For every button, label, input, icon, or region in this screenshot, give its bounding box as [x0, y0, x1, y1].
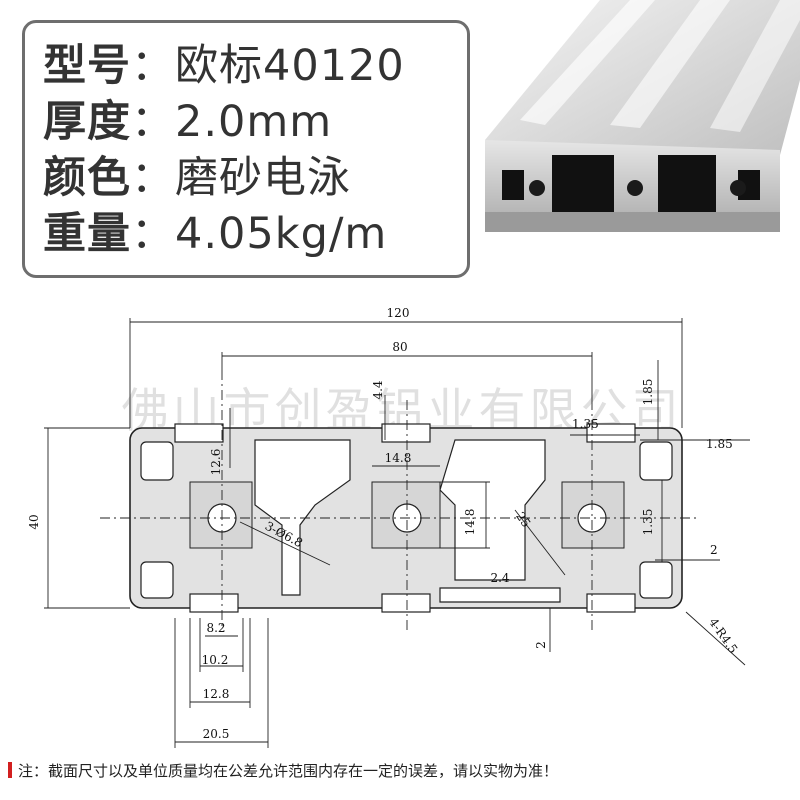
dim-height: 40: [27, 514, 41, 529]
dim-corner-radius: 4-R4.5: [706, 615, 740, 656]
profile-render-photo: [485, 0, 800, 232]
dim-top-rib: 4.4: [371, 380, 385, 399]
dim-overall-width: 120: [387, 306, 410, 320]
spec-weight: 重量：4.05kg/m: [43, 209, 388, 259]
dim-slot-82: 8.2: [206, 621, 225, 635]
spec-box: 型号：欧标40120 厚度：2.0mm 颜色：磨砂电泳 重量：4.05kg/m: [22, 20, 470, 278]
dim-inner-top: 1.35: [572, 417, 599, 431]
dim-right-wall: 2: [710, 543, 718, 557]
slot-bottom-1: [189, 593, 239, 613]
spec-model: 型号：欧标40120: [43, 41, 405, 91]
dim-slot-depth: 12.6: [209, 449, 223, 476]
corner-cavity-tr: [639, 441, 673, 481]
spec-color: 颜色：磨砂电泳: [43, 153, 351, 203]
dim-core-side: 14.8: [463, 509, 477, 536]
footnote-marker: [8, 762, 12, 778]
slot-top-1: [174, 423, 224, 443]
dim-slot-205: 20.5: [203, 727, 230, 741]
dim-slot-102: 10.2: [202, 653, 229, 667]
corner-cavity-tl: [140, 441, 174, 481]
slot-bottom-2: [381, 593, 431, 613]
slot-top-2: [381, 423, 431, 443]
dim-right-top: 1.85: [641, 379, 655, 406]
corner-cavity-bl: [140, 561, 174, 599]
dim-slot-128: 12.8: [203, 687, 230, 701]
cavity-left: [254, 439, 351, 596]
slot-top-3: [586, 423, 636, 443]
dim-core-top: 14.8: [385, 451, 412, 465]
cross-section-drawing: 120 80 40 4.4 12.6 14.8 14.8 3-Ø6.8 25 1…: [27, 306, 750, 748]
footnote-text: 注：截面尺寸以及单位质量均在公差允许范围内存在一定的误差，请以实物为准！: [18, 762, 559, 780]
dim-right-small: 1.85: [706, 437, 733, 451]
corner-cavity-br: [639, 561, 673, 599]
slot-bottom-3: [586, 593, 636, 613]
dim-bottom-gap: 2.4: [490, 571, 509, 585]
dim-bottom-wall: 2: [534, 641, 548, 649]
footnote: 注：截面尺寸以及单位质量均在公差允许范围内存在一定的误差，请以实物为准！: [8, 760, 558, 781]
dim-inner-side: 1.35: [641, 509, 655, 536]
cavity-right: [439, 439, 546, 581]
spec-thickness: 厚度：2.0mm: [43, 97, 333, 147]
dimension-lines: [44, 318, 750, 748]
dim-center-span: 80: [392, 340, 407, 354]
center-lines: [100, 370, 700, 630]
cavity-bottom: [439, 587, 561, 603]
